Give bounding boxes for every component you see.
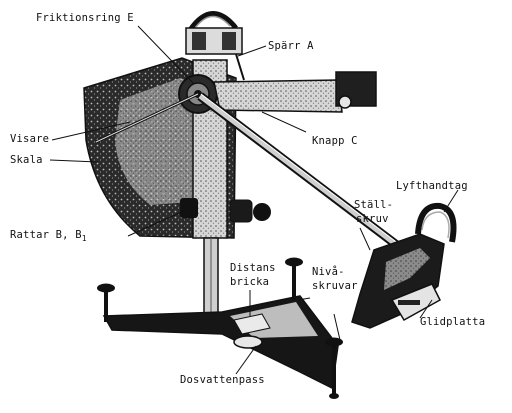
- label-friktionsring: Friktionsring E: [36, 12, 134, 24]
- knob-b: [180, 198, 198, 218]
- lift-handle: [415, 202, 457, 243]
- label-rattar-subscript: 1: [81, 234, 87, 243]
- label-niva-1: Nivå-: [312, 266, 345, 278]
- level-screw-left: [97, 283, 115, 322]
- label-rattar: Rattar B, B1: [10, 229, 87, 245]
- label-glidplatta: Glidplatta: [420, 316, 486, 328]
- level-screw-right: [325, 337, 343, 399]
- label-distans-2: bricka: [230, 276, 270, 288]
- catch-loop: [187, 11, 238, 32]
- label-lyfthandtag: Lyfthandtag: [396, 180, 468, 192]
- button-c: [338, 95, 352, 109]
- label-niva-2: skruvar: [312, 280, 358, 292]
- label-stall-1: Ställ-: [354, 199, 394, 211]
- horizontal-arm: [213, 79, 343, 113]
- label-distans-1: Distans: [230, 262, 276, 274]
- bubble-level: [233, 335, 263, 349]
- label-knapp: Knapp C: [312, 135, 358, 147]
- label-stall-2: skruv: [356, 213, 389, 225]
- knob-b1: [229, 199, 253, 223]
- label-rattar-main: Rattar B, B: [10, 229, 82, 241]
- label-dosvatten: Dosvattenpass: [180, 374, 265, 386]
- label-visare: Visare: [10, 133, 50, 145]
- label-skala: Skala: [10, 154, 43, 166]
- level-screw-mid: [285, 257, 303, 300]
- leader-lines: [49, 25, 459, 375]
- label-sparr: Spärr A: [268, 40, 314, 52]
- spacer-washer: [233, 313, 271, 335]
